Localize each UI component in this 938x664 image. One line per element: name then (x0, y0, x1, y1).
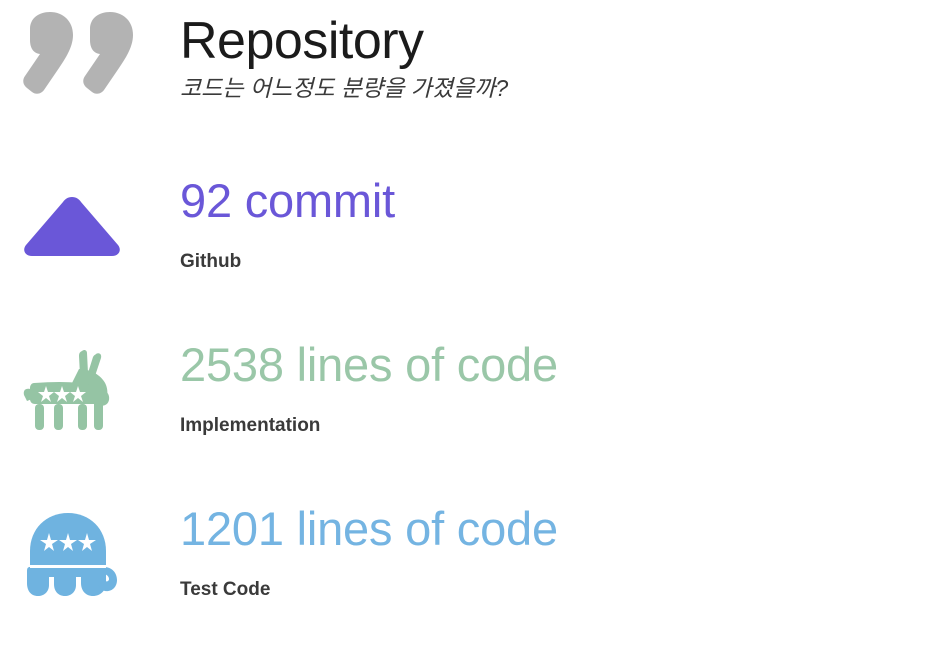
donkey-icon (16, 344, 128, 436)
page-header: Repository 코드는 어느정도 분량을 가졌을까? (0, 0, 938, 160)
triangle-up-icon (16, 180, 128, 272)
metric-row: 2538 lines of code Implementation (0, 336, 938, 486)
metric-body: 1201 lines of code Test Code (180, 500, 900, 602)
metric-body: 2538 lines of code Implementation (180, 336, 900, 438)
quote-marks-icon (18, 12, 148, 107)
metric-value: 2538 lines of code (180, 338, 558, 391)
elephant-icon (16, 508, 128, 600)
metric-row: 92 commit Github (0, 172, 938, 322)
header-text-block: Repository 코드는 어느정도 분량을 가졌을까? (180, 14, 880, 102)
metric-body: 92 commit Github (180, 172, 900, 274)
page-subtitle: 코드는 어느정도 분량을 가졌을까? (180, 74, 509, 101)
metric-label: Github (180, 250, 242, 272)
metric-label: Test Code (180, 578, 271, 600)
metric-label: Implementation (180, 414, 321, 436)
page-title: Repository (180, 12, 424, 70)
metric-value: 1201 lines of code (180, 502, 558, 555)
metric-value: 92 commit (180, 174, 395, 227)
metric-row: 1201 lines of code Test Code (0, 500, 938, 650)
